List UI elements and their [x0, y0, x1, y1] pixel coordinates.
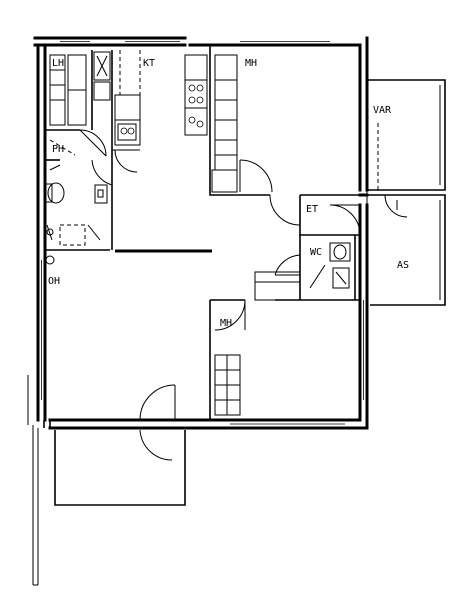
sauna-room [49, 54, 107, 157]
label-var: VAR [373, 105, 392, 116]
storage-block [367, 79, 446, 191]
washroom [45, 139, 113, 265]
kitchen [112, 50, 208, 173]
bedroom-top [211, 54, 273, 193]
windows [41, 41, 364, 425]
interior-walls [45, 45, 360, 420]
label-et: ET [306, 204, 318, 215]
label-wc: WC [310, 247, 322, 258]
label-mh-top: MH [245, 58, 257, 69]
exterior-walls [33, 36, 369, 430]
room-labels: LH KT MH VAR PH ET WC AS OH MH [48, 58, 409, 329]
bedroom-bottom [214, 299, 246, 416]
label-as: AS [397, 260, 409, 271]
label-mh-bottom: MH [220, 318, 232, 329]
balcony-block [366, 194, 446, 310]
toilet-room [274, 242, 351, 289]
label-oh: OH [48, 276, 60, 287]
label-lh: LH [52, 58, 64, 69]
entrance [54, 384, 186, 506]
floor-drain-icon [45, 255, 55, 265]
entry-hall [269, 194, 361, 236]
terrace-railing [27, 375, 39, 586]
label-ph: PH [52, 144, 64, 155]
sauna-stove [93, 51, 111, 81]
label-kt: KT [143, 58, 155, 69]
